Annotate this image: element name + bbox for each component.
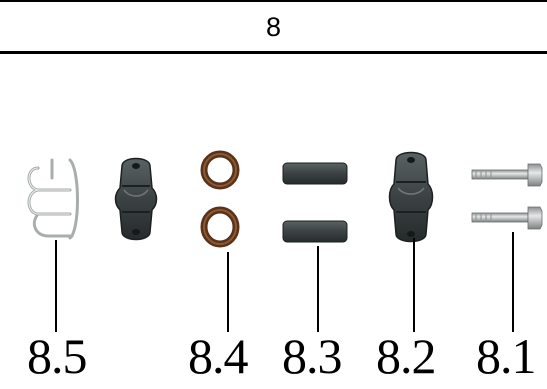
page-title: 8 [265,11,282,42]
callout-label-8-2: 8.2 [376,328,436,384]
callout-label-8-3: 8.3 [282,328,342,384]
bolt-icon [471,163,543,230]
header-top-rule [0,0,547,2]
callout-label-8-1: 8.1 [476,328,536,384]
clamp-bracket-left-icon [114,157,158,241]
o-ring-icon [200,150,240,248]
sleeve-icon [282,162,348,243]
leader-lines [55,232,514,332]
header-bottom-rule [0,51,547,54]
spring-clip-icon [27,158,79,240]
callout-label-8-4: 8.4 [188,328,248,384]
clamp-bracket-icon [388,151,434,243]
callout-label-8-5: 8.5 [27,328,87,384]
spring-clip-highlight [28,167,70,215]
